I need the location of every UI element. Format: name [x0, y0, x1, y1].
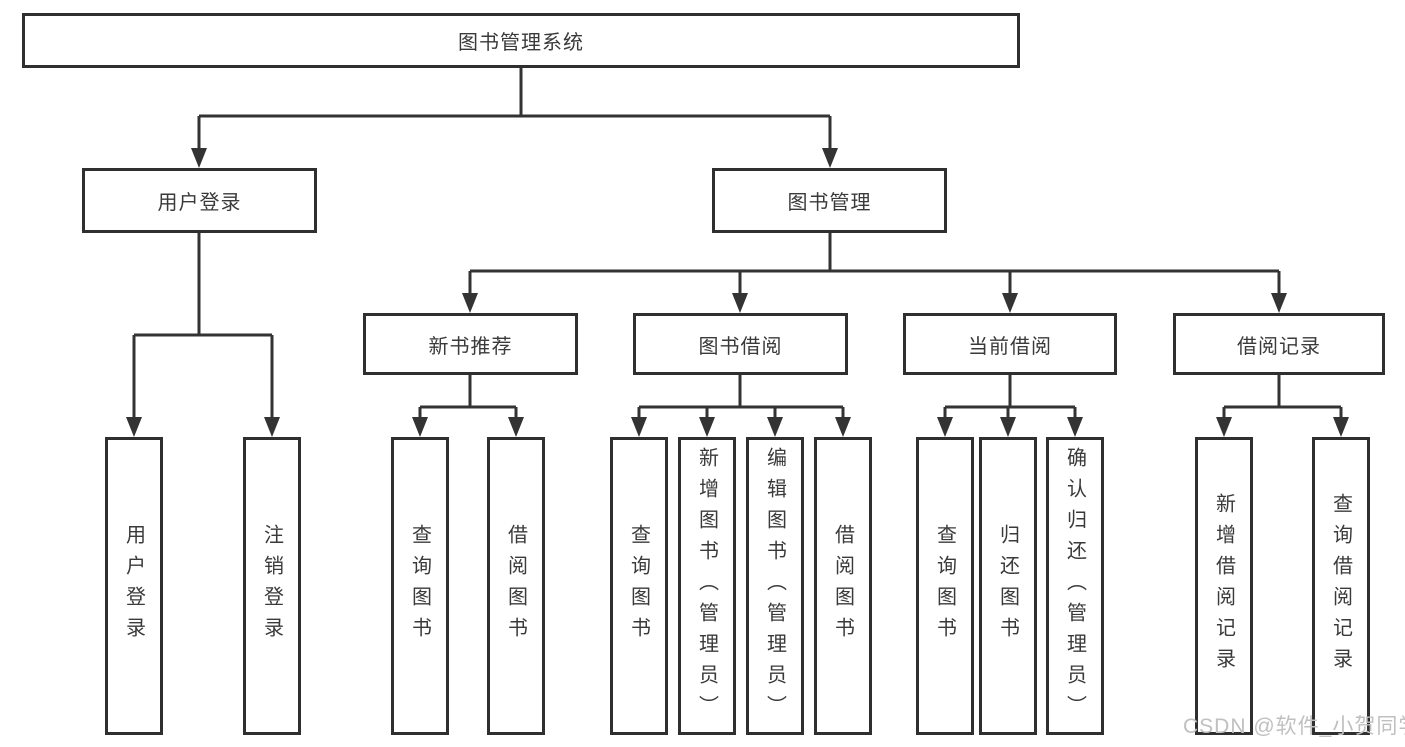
- leaf-current-query-books-label: 查询图书: [933, 524, 956, 648]
- leaf-borrow-add-books-admin: 新增图书（管理员）: [678, 437, 736, 735]
- node-new-book-recommend: 新书推荐: [363, 313, 578, 375]
- leaf-borrow-query-books: 查询图书: [610, 437, 668, 735]
- node-current-borrow: 当前借阅: [903, 313, 1117, 375]
- leaf-current-confirm-return-admin: 确认归还（管理员）: [1046, 437, 1104, 735]
- leaf-borrow-query-books-label: 查询图书: [627, 524, 650, 648]
- leaf-current-return-books-label: 归还图书: [996, 524, 1019, 648]
- leaf-records-query-record: 查询借阅记录: [1312, 437, 1370, 735]
- node-book-management-label: 图书管理: [787, 192, 872, 214]
- node-user-login: 用户登录: [82, 168, 317, 233]
- leaf-recommend-borrow-books: 借阅图书: [487, 437, 545, 735]
- tree-edges: [132, 68, 1343, 420]
- leaf-borrow-edit-books-admin: 编辑图书（管理员）: [746, 437, 804, 735]
- csdn-watermark: CSDN @软件_小贺同学: [1183, 715, 1405, 738]
- node-user-login-label: 用户登录: [157, 192, 242, 214]
- node-book-borrow-label: 图书借阅: [698, 335, 783, 358]
- leaf-records-add-record-label: 新增借阅记录: [1212, 493, 1235, 679]
- node-book-borrow: 图书借阅: [633, 313, 848, 375]
- leaf-logout-label: 注销登录: [260, 524, 283, 648]
- leaf-recommend-query-books-label: 查询图书: [408, 524, 431, 648]
- leaf-borrow-edit-books-admin-label: 编辑图书（管理员）: [763, 446, 786, 726]
- node-borrow-records-label: 借阅记录: [1237, 335, 1321, 358]
- leaf-recommend-borrow-books-label: 借阅图书: [504, 524, 527, 648]
- node-current-borrow-label: 当前借阅: [968, 335, 1052, 358]
- node-book-management: 图书管理: [712, 168, 947, 233]
- node-root: 图书管理系统: [22, 13, 1020, 68]
- leaf-current-query-books: 查询图书: [916, 437, 974, 735]
- leaf-current-confirm-return-admin-label: 确认归还（管理员）: [1063, 446, 1086, 726]
- leaf-borrow-add-books-admin-label: 新增图书（管理员）: [695, 446, 718, 726]
- node-borrow-records: 借阅记录: [1173, 313, 1385, 375]
- leaf-records-query-record-label: 查询借阅记录: [1329, 493, 1352, 679]
- leaf-logout: 注销登录: [243, 437, 301, 735]
- leaf-current-return-books: 归还图书: [979, 437, 1037, 735]
- leaf-borrow-borrow-books: 借阅图书: [814, 437, 872, 735]
- leaf-user-login: 用户登录: [105, 437, 163, 735]
- node-new-book-recommend-label: 新书推荐: [428, 335, 513, 358]
- node-root-label: 图书管理系统: [458, 32, 584, 54]
- leaf-borrow-borrow-books-label: 借阅图书: [831, 524, 854, 648]
- leaf-user-login-label: 用户登录: [122, 524, 145, 648]
- leaf-recommend-query-books: 查询图书: [391, 437, 449, 735]
- leaf-records-add-record: 新增借阅记录: [1195, 437, 1253, 735]
